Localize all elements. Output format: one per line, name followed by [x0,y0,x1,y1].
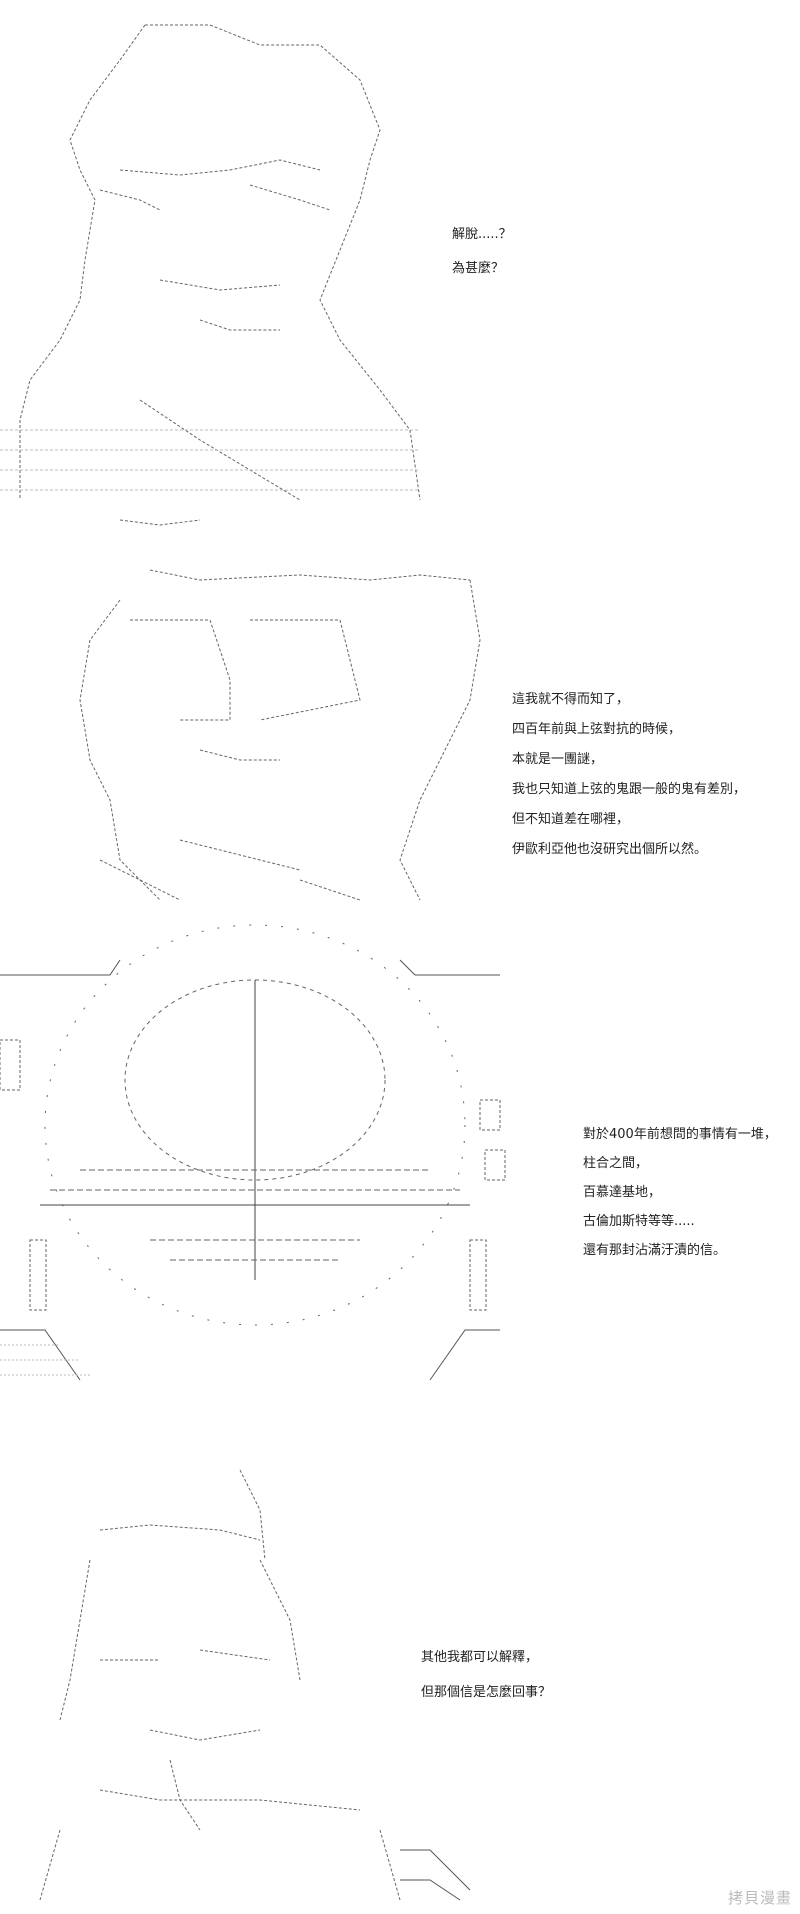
panel-2-character-art [79,569,481,901]
dialogue-panel-4-line-2: 但那個信是怎麼回事？ [421,1685,552,1700]
dialogue-panel-2-line-2: 四百年前與上弦對抗的時候， [512,722,682,737]
dialogue-panel-2-line-5: 但不知道差在哪裡， [512,812,630,827]
dialogue-panel-3-line-4: 古倫加斯特等等..... [583,1214,695,1229]
panel-3-crosshair-art [0,924,506,1381]
dialogue-panel-4-line-1: 其他我都可以解釋， [421,1650,539,1665]
dialogue-panel-3-line-3: 百慕達基地， [583,1185,662,1200]
dialogue-panel-2-line-4: 我也只知道上弦的鬼跟一般的鬼有差別， [512,782,747,797]
dialogue-panel-1-line-1: 解脫.....？ [452,227,512,242]
panel-4-character-art [39,1469,471,1901]
dialogue-panel-2-line-3: 本就是一團謎， [512,752,604,767]
dialogue-panel-3-line-5: 還有那封沾滿汙漬的信。 [583,1243,727,1258]
dialogue-panel-1-line-2: 為甚麼？ [452,261,505,276]
dialogue-panel-3-line-1: 對於400年前想問的事情有一堆， [583,1127,777,1142]
dialogue-panel-2-line-6: 伊歐利亞他也沒研究出個所以然。 [512,842,708,857]
watermark: 拷貝漫畫 [727,1889,792,1907]
dialogue-panel-2-line-1: 這我就不得而知了， [512,692,630,707]
panel-1-character-art [0,24,421,526]
dialogue-panel-3-line-2: 柱合之間， [583,1156,649,1171]
